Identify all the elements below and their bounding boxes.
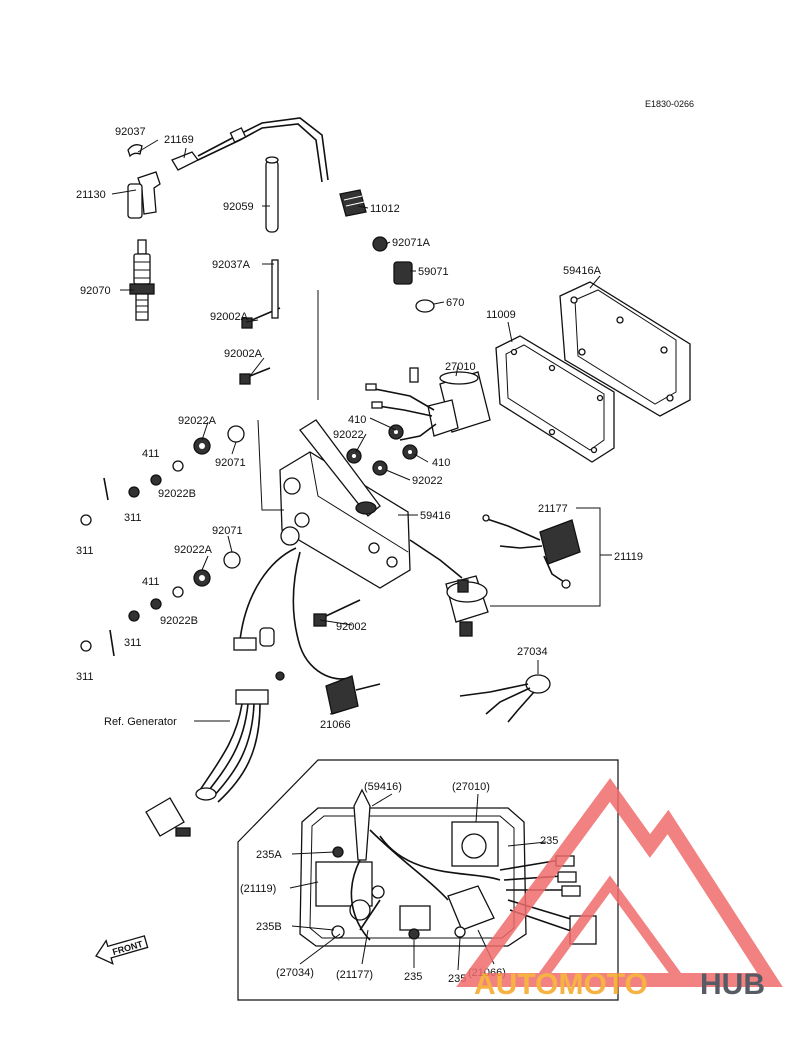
label-59416: 59416: [420, 510, 451, 522]
label-11009: 11009: [486, 309, 516, 321]
nuts-washers-left: [80, 460, 184, 657]
inset-label-59416: (59416): [364, 781, 402, 793]
label-92002A-2: 92002A: [224, 348, 263, 360]
watermark-text-part2: HUB: [700, 968, 765, 1001]
ignition-coil: [445, 575, 489, 637]
label-410-1: 410: [348, 414, 366, 426]
label-59071: 59071: [418, 266, 449, 278]
gasket-11009: [495, 335, 615, 463]
label-670: 670: [446, 297, 464, 309]
diagram-code: E1830-0266: [645, 99, 694, 109]
label-27034: 27034: [517, 646, 548, 658]
label-92022B-1: 92022B: [158, 488, 196, 500]
label-410-2: 410: [432, 457, 450, 469]
generator-ref-harness: [145, 689, 269, 837]
label-92002A-1: 92002A: [210, 311, 249, 323]
grommets-92071-92022A: [193, 425, 245, 587]
label-92022A-1: 92022A: [178, 415, 217, 427]
label-92070: 92070: [80, 285, 111, 297]
cap-92071A: [372, 236, 388, 252]
label-311-4: 311: [76, 671, 94, 683]
label-311-3: 311: [124, 637, 142, 649]
label-21177: 21177: [538, 503, 568, 515]
label-11012: 11012: [370, 203, 400, 215]
label-92037: 92037: [115, 126, 146, 138]
tube-92059: [265, 156, 279, 233]
inset-label-21119: (21119): [240, 883, 276, 895]
label-92022A-2: 92022A: [174, 544, 213, 556]
wire-harness: [233, 547, 353, 681]
label-92022B-2: 92022B: [160, 615, 198, 627]
regulator-21066: [325, 675, 381, 715]
leader-lines: [111, 139, 612, 722]
spark-plug: [129, 239, 155, 321]
wiring-detail-inset: [237, 759, 619, 1001]
label-311-1: 311: [124, 512, 142, 524]
inset-labels: (59416) (27010) 235 235A (21119) 235B (2…: [240, 781, 558, 985]
ref-generator-label: Ref. Generator: [104, 716, 177, 728]
label-92022-2: 92022: [412, 475, 443, 487]
label-21119: 21119: [614, 551, 643, 563]
o-ring-670: [415, 299, 435, 313]
label-92071A-top: 92071A: [392, 237, 431, 249]
label-411-2: 411: [142, 576, 160, 588]
label-59416A: 59416A: [563, 265, 602, 277]
inset-label-235-b1: 235: [404, 971, 422, 983]
plug-59071: [393, 261, 413, 285]
label-92002: 92002: [336, 621, 367, 633]
label-21130: 21130: [76, 189, 106, 201]
inset-label-235A: 235A: [256, 849, 282, 861]
inset-label-235B: 235B: [256, 921, 282, 933]
spark-plug-cap-assembly: [127, 117, 329, 219]
bolts-92002A: [239, 259, 281, 385]
label-311-2: 311: [76, 545, 94, 557]
grommet-11012: [339, 189, 367, 217]
watermark-text-part1: AUTOMOTO: [474, 968, 648, 1001]
label-92022-1: 92022: [333, 429, 364, 441]
label-92059: 92059: [223, 201, 254, 213]
watermark-logo: AUTOMOTO HUB: [456, 778, 783, 1001]
callout-labels: 92037 21169 21130 92059 11012 92071A 590…: [76, 126, 643, 731]
inset-label-27034: (27034): [276, 967, 314, 979]
label-92071-2: 92071: [212, 525, 243, 537]
inset-label-21177: (21177): [336, 969, 373, 981]
label-27010: 27010: [445, 361, 476, 373]
cover-59416A: [559, 281, 691, 417]
label-21169: 21169: [164, 134, 194, 146]
inset-label-27010: (27010): [452, 781, 490, 793]
capacitor-27010: [365, 367, 491, 441]
label-92071-1: 92071: [215, 457, 246, 469]
label-21066: 21066: [320, 719, 351, 731]
label-411-1: 411: [142, 448, 160, 460]
electric-case-59416: [279, 419, 463, 589]
label-92037A: 92037A: [212, 259, 251, 271]
front-arrow: FRONT: [95, 935, 149, 965]
inset-label-235-top: 235: [540, 835, 558, 847]
rectifier-21177: [482, 514, 581, 589]
sensor-27034: [459, 674, 551, 723]
